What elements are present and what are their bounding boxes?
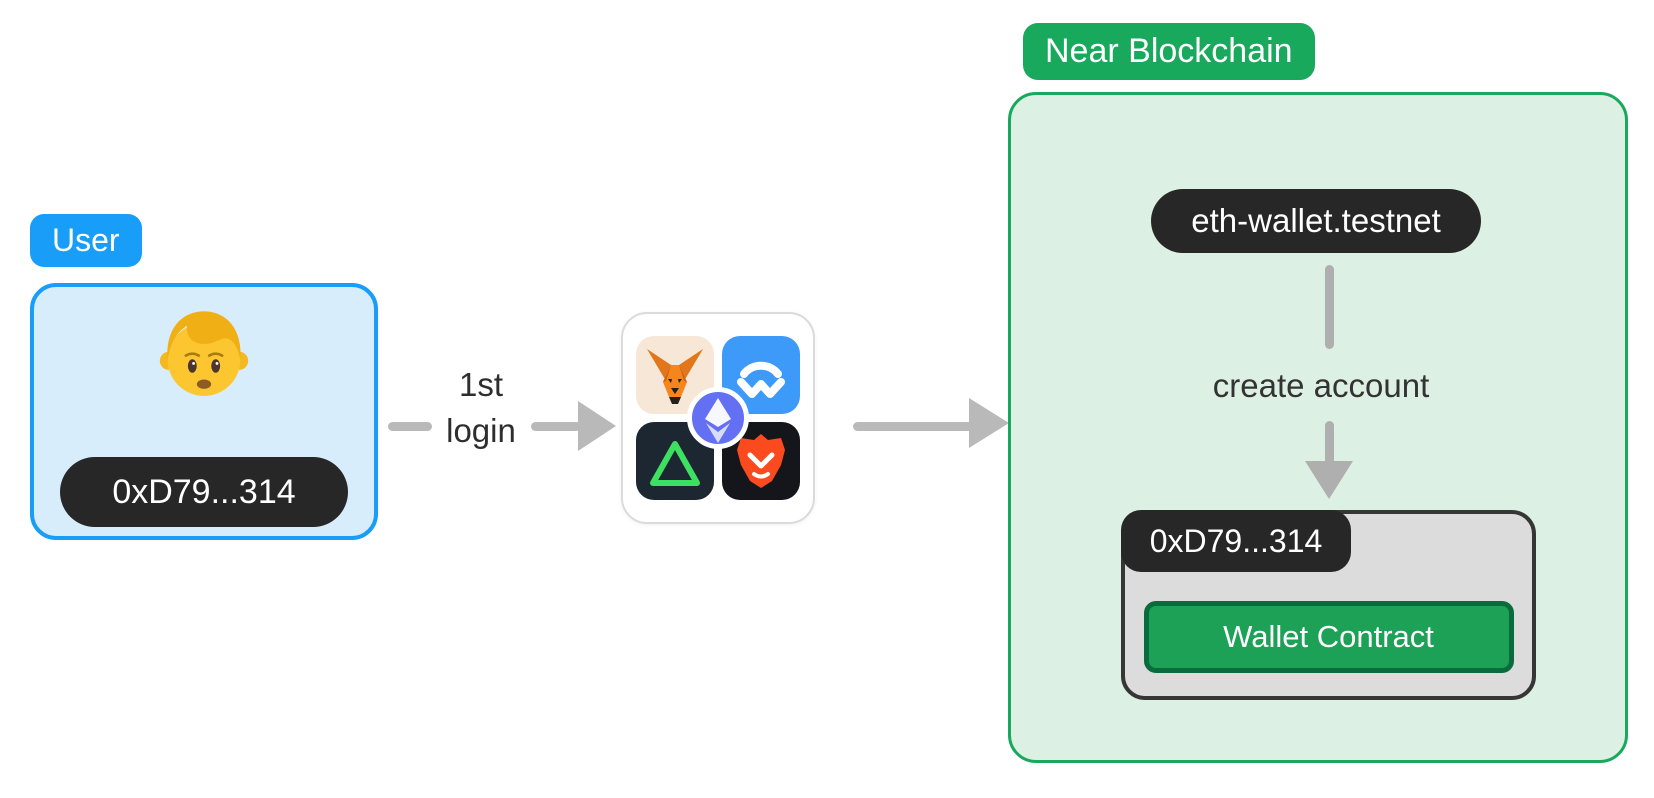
first-login-line1: 1st <box>458 366 504 403</box>
create-account-label: create account <box>1212 367 1430 404</box>
triangle-wallet-icon <box>635 421 715 501</box>
near-blockchain-panel: eth-wallet.testnet create account 0xD79.… <box>1008 92 1628 763</box>
ethereum-icon <box>686 386 750 450</box>
brave-icon <box>721 421 801 501</box>
first-login-line2: login <box>446 412 516 449</box>
arrow-right-icon <box>578 401 616 451</box>
user-label-badge: User <box>30 214 142 267</box>
contract-eth-address-pill: 0xD79...314 <box>1121 510 1351 572</box>
arrow-line-vertical <box>1325 421 1334 465</box>
wallet-contract-button: Wallet Contract <box>1143 601 1514 673</box>
near-blockchain-badge: Near Blockchain <box>1023 23 1315 80</box>
user-box: 0xD79...314 <box>30 283 378 540</box>
arrow-line <box>853 422 973 431</box>
arrow-line <box>531 422 581 431</box>
walletconnect-icon <box>721 335 801 415</box>
arrow-right-icon <box>969 398 1009 448</box>
metamask-icon <box>635 335 715 415</box>
connector-line-vertical <box>1325 265 1334 349</box>
person-emoji <box>152 301 256 410</box>
connector-dash <box>388 422 432 431</box>
arrow-down-icon <box>1305 461 1353 499</box>
user-eth-address-pill: 0xD79...314 <box>60 457 348 527</box>
near-account-pill: eth-wallet.testnet <box>1151 189 1481 253</box>
contract-container: 0xD79...314 Wallet Contract <box>1121 510 1536 700</box>
wallet-providers-card <box>621 312 815 524</box>
first-login-label: 1st login <box>406 362 556 454</box>
